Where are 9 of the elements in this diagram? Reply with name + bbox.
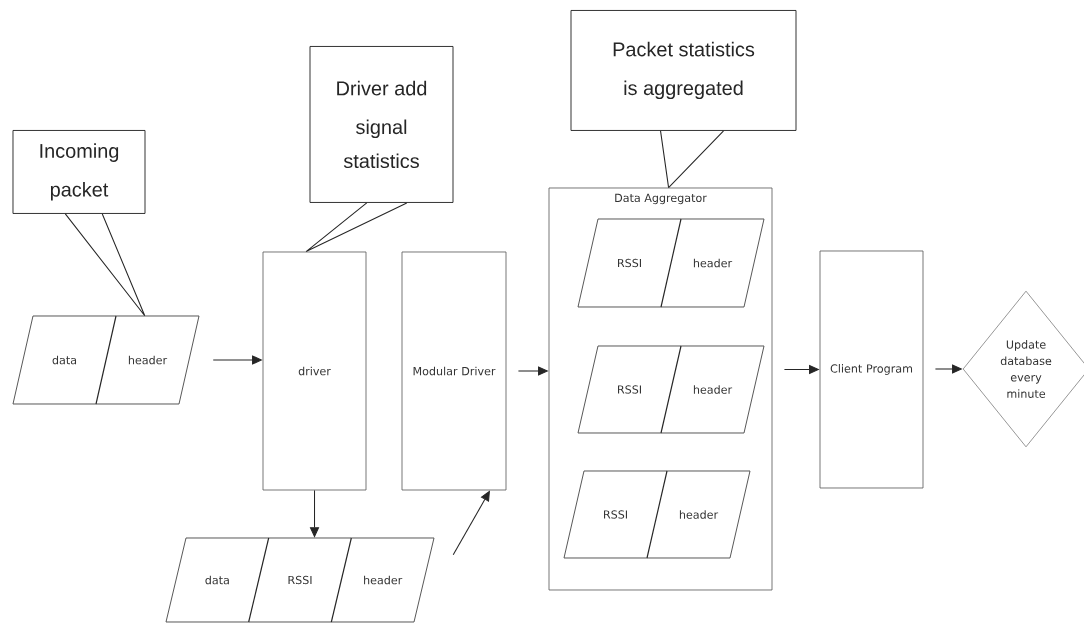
callout-tail — [660, 130, 725, 189]
callout-box: Driver add signal statistics — [309, 46, 454, 203]
callout-tail — [64, 213, 146, 317]
callout-box: Incoming packet — [12, 130, 146, 214]
process-box: driver — [262, 251, 367, 491]
process-box: Client Program — [819, 250, 924, 489]
callout-tail — [305, 202, 408, 253]
callout-box: Packet statistics is aggregated — [570, 10, 797, 131]
process-box: Modular Driver — [401, 251, 507, 491]
